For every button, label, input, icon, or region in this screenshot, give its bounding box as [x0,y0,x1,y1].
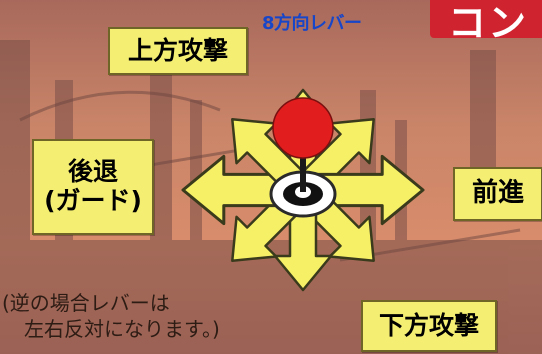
title-banner: コン [430,0,542,45]
title-text: コン [448,1,529,45]
label-retreat-guard: 後退 (ガード) [32,139,154,235]
reverse-note: (逆の場合レバーは 左右反対になります。) [2,290,220,342]
label-down-attack: 下方攻撃 [361,300,497,352]
joystick-title: 8方向レバー [262,13,362,34]
note-line1: (逆の場合レバーは [2,291,170,315]
label-retreat-line2: (ガード) [44,186,142,215]
label-retreat-line1: 後退 [67,157,118,187]
label-forward: 前進 [453,167,542,221]
note-line2: 左右反対になります。) [24,317,220,341]
label-up-attack: 上方攻撃 [108,27,248,75]
joystick-icon [269,97,337,218]
